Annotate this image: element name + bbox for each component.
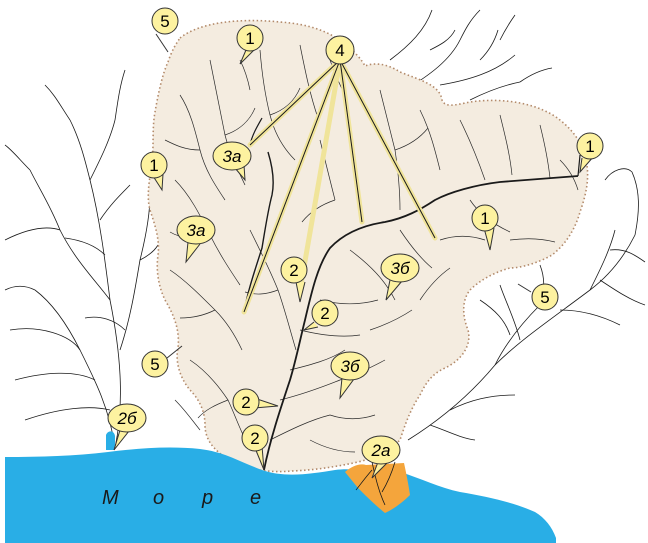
label-2b: 2б — [116, 409, 137, 428]
callout-2a: 2а — [361, 435, 401, 479]
label-5: 5 — [150, 355, 159, 374]
label-5: 5 — [540, 288, 549, 307]
callout-3b-top: 3б — [380, 253, 420, 301]
label-3b: 3б — [390, 259, 410, 278]
callout-5-top: 5 — [151, 7, 179, 53]
sea — [5, 447, 556, 543]
label-2: 2 — [289, 261, 298, 280]
callout-2b: 2б — [107, 403, 147, 451]
callout-1-left: 1 — [140, 151, 168, 192]
label-1: 1 — [585, 137, 594, 156]
label-2: 2 — [241, 393, 250, 412]
sea-letter-1: М — [102, 487, 119, 509]
callout-1-right: 1 — [576, 132, 604, 174]
callout-3a-top: 3а — [212, 141, 252, 182]
callout-5-right: 5 — [517, 283, 559, 311]
label-3a: 3а — [223, 147, 242, 166]
callout-5-left: 5 — [141, 345, 183, 378]
sea-letter-3: р — [201, 487, 213, 509]
label-2: 2 — [320, 304, 329, 323]
callout-3a-left: 3а — [176, 215, 216, 264]
river-basin-area — [147, 19, 589, 473]
callout-2-mid: 2 — [303, 299, 339, 331]
label-1: 1 — [245, 29, 254, 48]
label-2a: 2а — [371, 441, 391, 460]
outer-rivers — [4, 9, 646, 449]
callout-2-mouth: 2 — [241, 424, 269, 471]
sea-letter-2: о — [153, 487, 164, 509]
sea-inlet — [106, 431, 115, 450]
callout-4: 4 — [325, 35, 355, 65]
callout-1-mid: 1 — [471, 204, 499, 251]
sea-letter-4: е — [250, 487, 261, 509]
label-5: 5 — [160, 12, 169, 31]
label-1: 1 — [149, 156, 158, 175]
label-1: 1 — [480, 209, 489, 228]
label-3a: 3а — [187, 221, 206, 240]
delta-channels — [355, 461, 396, 506]
label-2: 2 — [250, 429, 259, 448]
label-3b: 3б — [340, 357, 360, 376]
label-4: 4 — [335, 41, 344, 60]
callout-1-top: 1 — [236, 24, 264, 65]
delta — [345, 463, 410, 513]
callout-2-lower: 2 — [232, 388, 279, 416]
callout-2-upper: 2 — [280, 256, 308, 303]
callout-3b-bottom: 3б — [330, 351, 370, 400]
sea-label: М о р е — [102, 487, 261, 509]
watershed-ray-edges — [243, 59, 436, 313]
